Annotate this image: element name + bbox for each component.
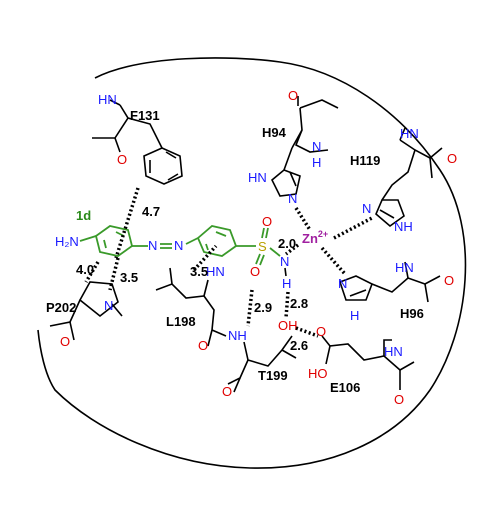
h96-h: H [350,308,359,323]
residue-t199: OH O T199 [222,318,298,399]
h119-ring-n: N [362,201,371,216]
t199-oh: OH [278,318,298,333]
zn-h119-bond [333,216,373,240]
label-f131: F131 [130,108,160,123]
e106-ho: HO [308,366,328,381]
h94-n: N [312,139,321,154]
label-h96: H96 [400,306,424,321]
sulfur: S [258,239,267,254]
h119-hn: HN [400,126,419,141]
label-p202: P202 [46,300,76,315]
dist-l198-nh: 2.9 [254,300,272,315]
residue-h119: HN O N NH H119 [350,126,457,234]
contact-e106 [295,326,319,338]
active-site-outline [37,57,467,469]
h94-hn: HN [248,170,267,185]
zinc-ion: Zn2+ [302,229,328,246]
p202-o: O [60,334,70,349]
residue-h96: N H HN O H96 [338,260,454,323]
residue-e106: O HO HN O E106 [308,324,415,407]
h96-o: O [444,273,454,288]
dist-e106: 2.6 [290,338,308,353]
residue-f131: HN O F131 [92,92,183,185]
contact-p202-b [108,257,120,291]
h94-o: O [288,88,298,103]
ligand-amine: H₂N [55,234,79,249]
contact-l198-nh [246,289,254,327]
sulfonyl-o2: O [250,264,260,279]
ligand-1d: 1d H₂N N N S O O N H [55,208,291,291]
h119-o: O [447,151,457,166]
dist-f131: 4.7 [142,204,160,219]
label-h119: H119 [350,153,380,168]
dist-p202-a: 4.0 [76,262,94,277]
ligand-name: 1d [76,208,91,223]
label-l198: L198 [166,314,196,329]
e106-hn: HN [384,344,403,359]
sulfonyl-o1: O [262,214,272,229]
azo-n2: N [174,238,183,253]
azo-n1: N [148,238,157,253]
l198-nh: NH [228,328,247,343]
t199-o: O [222,384,232,399]
dist-zn: 2.0 [278,236,296,251]
contact-t199-oh [284,291,290,319]
p202-n: N [104,298,113,313]
f131-o: O [117,152,127,167]
h94-ring-n: N [288,191,297,206]
dist-t199-oh: 2.8 [290,296,308,311]
h96-hn: HN [395,260,414,275]
label-h94: H94 [262,125,287,140]
residue-p202: N O P202 [46,281,123,349]
residue-h94: O N H HN N H94 [248,88,339,206]
e106-o2: O [394,392,404,407]
h96-ring-n: N [338,276,347,291]
l198-hn: HN [206,264,225,279]
label-e106: E106 [330,380,360,395]
contact-l198 [192,244,218,272]
sulfonamide-h: H [282,276,291,291]
contact-f131 [114,187,140,259]
dist-p202-b: 3.5 [120,270,138,285]
contact-p202-a [84,261,100,283]
label-t199: T199 [258,368,288,383]
zn-h94-bond [294,207,312,231]
h119-nh: NH [394,219,413,234]
zn-h96-bond [320,246,347,276]
e106-o1: O [316,324,326,339]
f131-hn: HN [98,92,117,107]
sulfonamide-n: N [280,254,289,269]
h94-h: H [312,155,321,170]
l198-o: O [198,338,208,353]
residue-l198: HN O NH L198 [155,264,247,353]
dist-l198: 3.5 [190,264,208,279]
